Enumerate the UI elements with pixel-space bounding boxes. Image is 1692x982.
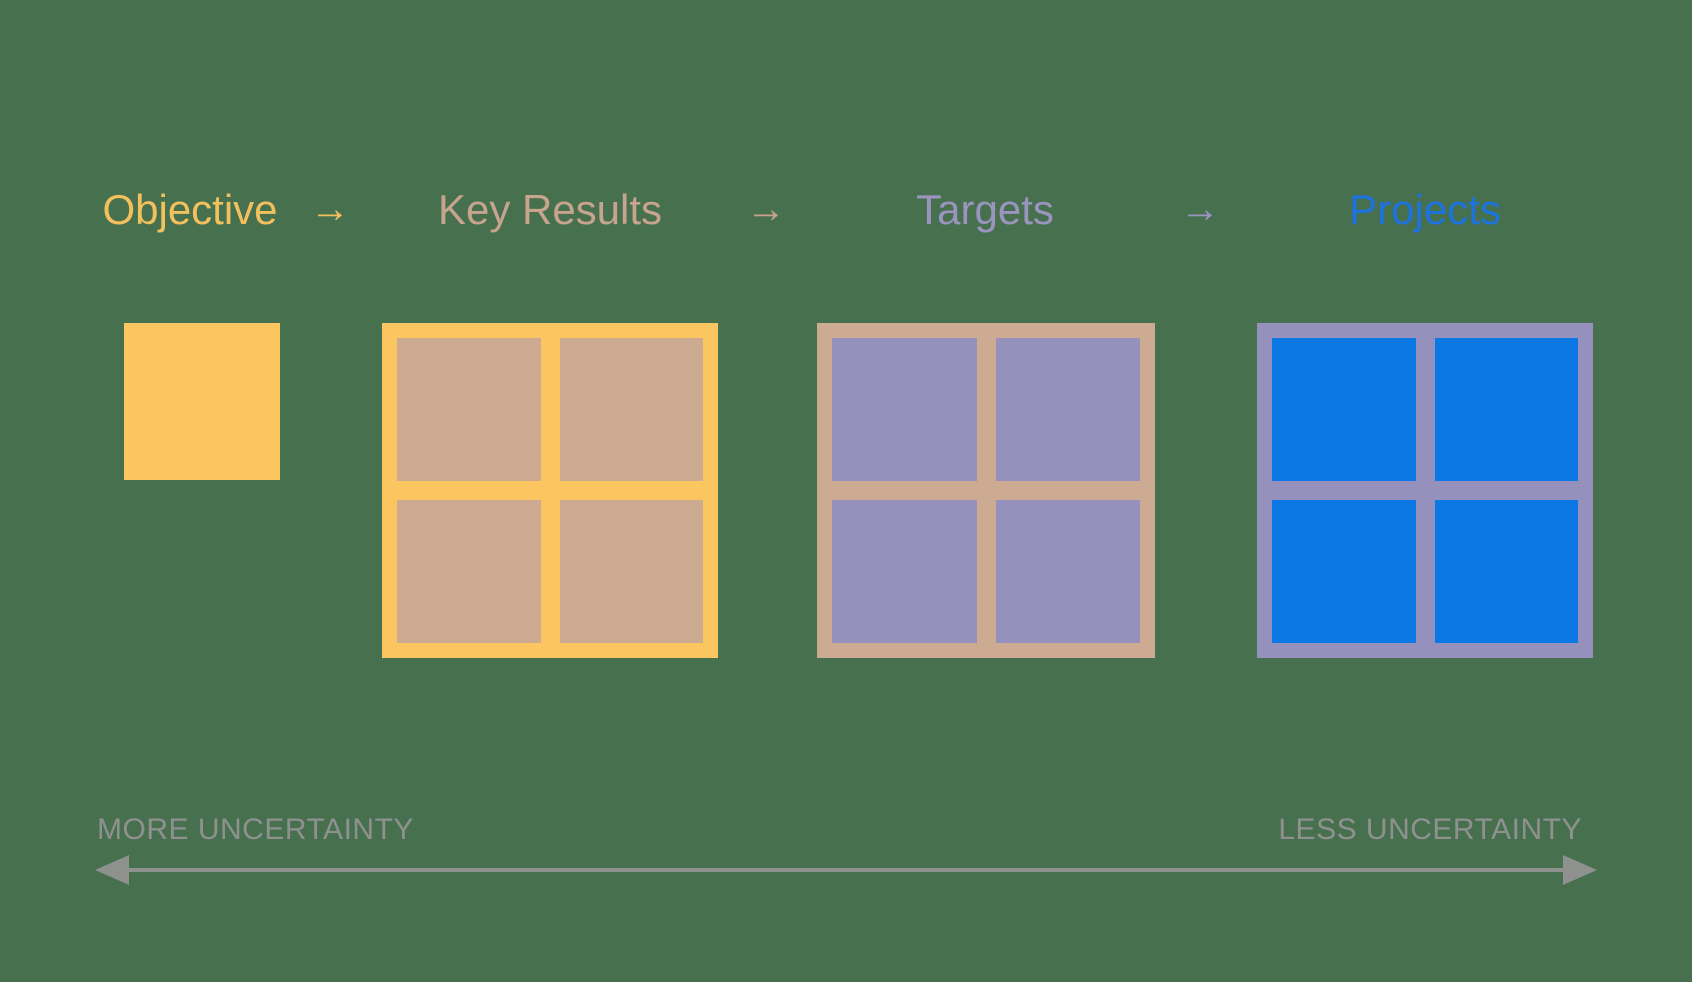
project-cell: [1272, 338, 1416, 481]
target-cell: [832, 338, 977, 481]
objective-square: [124, 323, 280, 480]
target-cell: [832, 500, 977, 643]
targets-grid: [817, 323, 1155, 658]
project-cell: [1272, 500, 1416, 643]
stage-label-targets: Targets: [916, 186, 1054, 233]
stage-label-objective: Objective: [102, 186, 278, 233]
projects-grid: [1257, 323, 1593, 658]
key-result-cell: [397, 338, 541, 481]
key-result-cell: [397, 500, 541, 643]
target-cell: [995, 500, 1140, 643]
arrow-right-icon: →: [746, 187, 786, 231]
stage-label-key-results: Key Results: [437, 186, 663, 233]
project-cell: [1434, 500, 1578, 643]
more-uncertainty-label: MORE UNCERTAINTY: [97, 813, 414, 846]
less-uncertainty-label: LESS UNCERTAINTY: [1278, 813, 1582, 846]
key-result-cell: [559, 500, 703, 643]
arrow-right-icon: →: [310, 187, 350, 231]
key-results-grid: [382, 323, 718, 658]
key-result-cell: [559, 338, 703, 481]
arrow-right-icon: →: [1180, 187, 1220, 231]
stage-label-projects: Projects: [1349, 186, 1501, 233]
project-cell: [1434, 338, 1578, 481]
target-cell: [995, 338, 1140, 481]
uncertainty-axis-double-arrow-icon: [95, 855, 1597, 885]
